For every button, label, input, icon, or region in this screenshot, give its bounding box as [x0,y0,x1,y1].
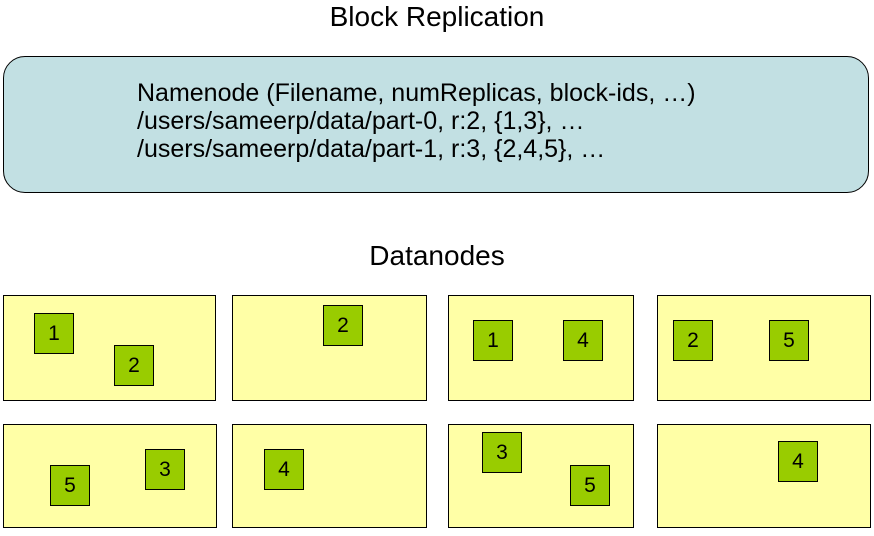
namenode-line-part0: /users/sameerp/data/part-0, r:2, {1,3}, … [137,107,585,135]
namenode-line-part1: /users/sameerp/data/part-1, r:3, {2,4,5}… [137,135,606,163]
datanode-box-8: 4 [657,424,871,528]
block-2: 2 [114,345,154,386]
block-3: 3 [482,432,522,473]
block-1: 1 [34,313,74,354]
block-1: 1 [473,320,513,361]
diagram-title: Block Replication [329,1,545,32]
namenode-line-header: Namenode (Filename, numReplicas, block-i… [137,79,696,107]
block-2: 2 [323,305,363,346]
datanode-box-2: 2 [232,295,427,401]
datanodes-label: Datanodes [369,240,505,271]
datanode-box-6: 4 [232,424,427,528]
block-5: 5 [50,465,90,506]
block-3: 3 [145,449,185,490]
block-2: 2 [673,320,713,361]
block-4: 4 [264,449,304,490]
namenode-text: Namenode (Filename, numReplicas, block-i… [137,79,696,163]
namenode-box [3,56,869,193]
block-4: 4 [563,320,603,361]
block-5: 5 [769,320,809,361]
block-4: 4 [778,441,818,482]
block-5: 5 [570,465,610,506]
